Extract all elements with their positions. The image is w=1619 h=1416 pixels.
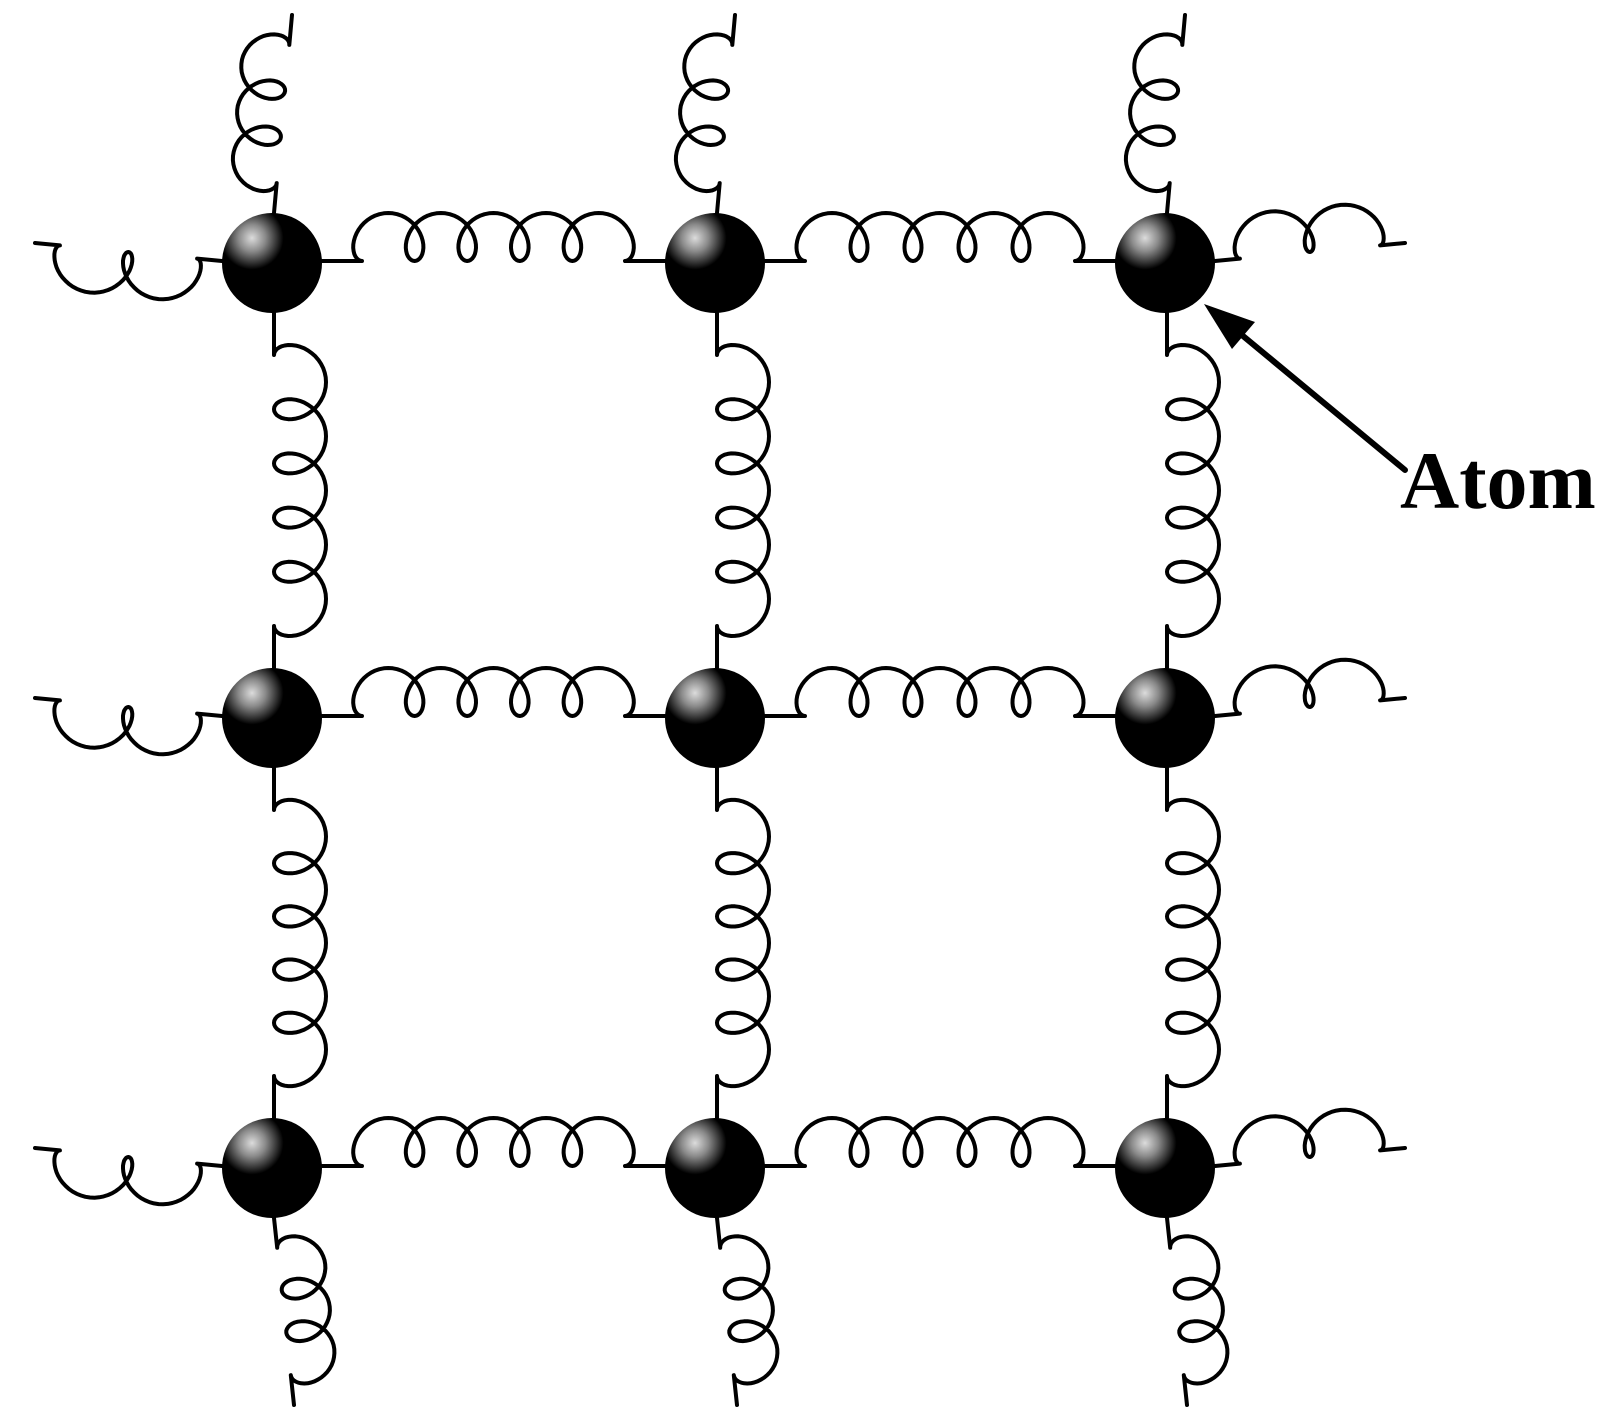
spring-edge-left-r2 xyxy=(33,696,224,757)
atom-r3-c3 xyxy=(1115,1118,1215,1218)
atom-r1-c3 xyxy=(1115,213,1215,313)
spring-edge-right-r3 xyxy=(1213,1107,1407,1168)
spring-v-c2-r1 xyxy=(715,311,771,670)
spring-edge-top-c2 xyxy=(673,13,737,215)
spring-h-r3-c1 xyxy=(320,1116,667,1168)
atoms-group xyxy=(222,213,1215,1218)
spring-edge-top-c3 xyxy=(1123,13,1187,215)
spring-h-r1-c2 xyxy=(763,211,1117,263)
spring-edge-right-r2 xyxy=(1213,657,1407,718)
spring-edge-bottom-c2 xyxy=(715,1216,780,1407)
spring-v-c1-r1 xyxy=(272,311,328,670)
atom-pointer-arrow xyxy=(1211,309,1408,473)
spring-v-c3-r2 xyxy=(1165,766,1221,1120)
spring-edge-top-c1 xyxy=(230,13,294,215)
spring-v-c2-r2 xyxy=(715,766,771,1120)
atom-r1-c2 xyxy=(665,213,765,313)
spring-h-r2-c1 xyxy=(320,666,667,718)
atom-r3-c1 xyxy=(222,1118,322,1218)
spring-edge-left-r3 xyxy=(33,1146,224,1207)
spring-h-r1-c1 xyxy=(320,211,667,263)
atom-pointer-arrowhead xyxy=(1204,304,1255,349)
spring-v-c1-r2 xyxy=(272,766,328,1120)
atom-r3-c2 xyxy=(665,1118,765,1218)
atom-r2-c1 xyxy=(222,668,322,768)
springs-group xyxy=(33,13,1407,1407)
spring-h-r2-c2 xyxy=(763,666,1117,718)
atom-label: Atom xyxy=(1400,435,1596,526)
spring-edge-right-r1 xyxy=(1213,202,1407,263)
atom-r1-c1 xyxy=(222,213,322,313)
spring-h-r3-c2 xyxy=(763,1116,1117,1168)
spring-edge-bottom-c3 xyxy=(1165,1216,1230,1407)
spring-edge-bottom-c1 xyxy=(272,1216,337,1407)
atom-r2-c2 xyxy=(665,668,765,768)
atom-pointer xyxy=(1204,304,1408,473)
spring-edge-left-r1 xyxy=(33,241,224,302)
spring-v-c3-r1 xyxy=(1165,311,1221,670)
atom-r2-c3 xyxy=(1115,668,1215,768)
